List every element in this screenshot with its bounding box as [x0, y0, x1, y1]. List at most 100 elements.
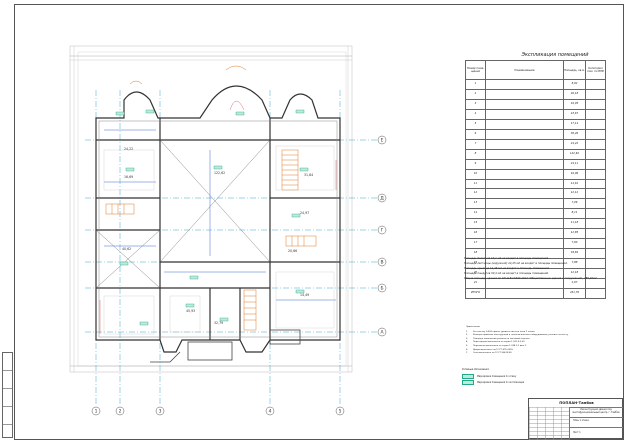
axis-number: 3	[159, 409, 162, 415]
sheet-frame	[14, 4, 624, 440]
axis-number: 2	[119, 409, 122, 415]
table-cell	[585, 238, 606, 250]
room-area-label: 24,97	[300, 211, 309, 215]
summary-line: Площадь крыльца 12,46 м2 не входит в пло…	[464, 267, 550, 270]
axis-letter: А	[380, 330, 384, 336]
table-cell: 14	[465, 208, 486, 220]
room-area-label: 31,84	[304, 173, 313, 177]
table-cell	[485, 208, 564, 220]
table-cell	[585, 98, 606, 110]
stairs	[105, 65, 317, 331]
table-cell: 9	[465, 158, 486, 170]
table-cell	[585, 218, 606, 230]
axis-bubble	[115, 406, 125, 416]
table-cell	[485, 108, 564, 120]
table-cell	[585, 228, 606, 240]
area-summary: Площадь балконов 10,1 м2 не входит в пло…	[464, 256, 614, 281]
header-number: Номер поме- щения	[465, 60, 486, 80]
legend-title: Условные обозначения:	[462, 368, 490, 371]
table-cell	[585, 158, 606, 170]
table-cell	[585, 88, 606, 100]
table-cell: 12,85	[563, 228, 586, 240]
summary-line: Площадь балконов 10,1 м2 не входит в пло…	[464, 257, 549, 260]
table-cell	[585, 178, 606, 190]
axis-bubble	[155, 406, 165, 416]
table-cell	[585, 118, 606, 130]
axis-letter: В	[380, 260, 383, 266]
table-cell: 8	[465, 148, 486, 160]
note-item: Размеры привязок конструкций и технологи…	[473, 334, 569, 337]
room-area-label: 122,62	[214, 171, 225, 175]
table-cell	[485, 168, 564, 180]
signature-grid	[529, 407, 570, 440]
axis-letter: Е	[381, 138, 384, 144]
table-cell: 2	[465, 88, 486, 100]
table-cell	[485, 118, 564, 130]
table-cell: 14,61	[563, 178, 586, 190]
table-cell: 5	[465, 118, 486, 130]
table-cell: 12	[465, 188, 486, 200]
axis-letter: Д	[380, 196, 384, 202]
room-mark-swatch-icon	[462, 379, 474, 385]
room-area-label: 45,93	[186, 309, 195, 313]
dimension-frame-outer	[69, 45, 353, 373]
axis-bubble	[377, 225, 387, 235]
table-cell	[485, 88, 564, 100]
table-cell	[485, 128, 564, 140]
table-cell: 12,12	[563, 188, 586, 200]
table-cell: 122,62	[563, 148, 586, 160]
table-cell: 8,11	[563, 208, 586, 220]
axis-bubble	[377, 135, 387, 145]
table-cell: 10	[465, 168, 486, 180]
axis-letter: Г	[381, 228, 384, 234]
axis-bubble	[335, 406, 345, 416]
table-cell: 36,49	[563, 128, 586, 140]
table-cell	[585, 188, 606, 200]
table-cell: 16	[465, 228, 486, 240]
table-cell: 17,14	[563, 118, 586, 130]
note-item: Перегородки выполнить по серии 1.031.9-2…	[473, 341, 526, 344]
left-stamp-strip	[2, 352, 13, 438]
notes: Примечания: 1.За отметку 0,000 принят ур…	[466, 326, 606, 356]
axis-letter: Б	[380, 286, 383, 292]
table-cell	[585, 128, 606, 140]
table-cell: 19,05	[563, 98, 586, 110]
table-cell: 11	[465, 178, 486, 190]
notes-title: Примечания:	[466, 326, 481, 328]
note-item: Площадь помещений указана по чистовой от…	[473, 337, 531, 340]
building-walls	[95, 85, 341, 353]
table-row: 16 12,85	[465, 228, 606, 240]
hall-diagonals	[95, 139, 271, 289]
room-area-label: 20,66	[288, 249, 297, 253]
table-cell	[485, 228, 564, 240]
table-cell: 24,22	[563, 138, 586, 150]
legend: Условные обозначения: Маркировка помещен…	[462, 368, 542, 385]
note-item: Окна выполнить по ГОСТ 30674-99.	[473, 352, 513, 355]
axis-number: 5	[339, 409, 342, 415]
table-cell: 17	[465, 238, 486, 250]
sheet-name: План 1 этажа	[573, 419, 589, 422]
room-marks	[115, 109, 309, 326]
table-cell	[485, 158, 564, 170]
room-schedule-table: Номер поме- щения Наименование Площадь, …	[465, 60, 606, 299]
table-cell: 4	[465, 108, 486, 120]
note-item: За отметку 0,000 принят уровень чистого …	[473, 330, 536, 333]
table-cell	[485, 238, 564, 250]
table-cell	[585, 208, 606, 220]
table-cell	[585, 108, 606, 120]
room-area-label: 32,79	[214, 321, 223, 325]
header-area: Площадь, кв.м.	[563, 60, 586, 80]
axis-bubble	[377, 283, 387, 293]
table-cell: 3	[465, 98, 486, 110]
table-row: 11 14,61	[465, 178, 606, 190]
summary-line: Площадь пандусов 30,4 м2 не входит в пло…	[464, 272, 549, 275]
